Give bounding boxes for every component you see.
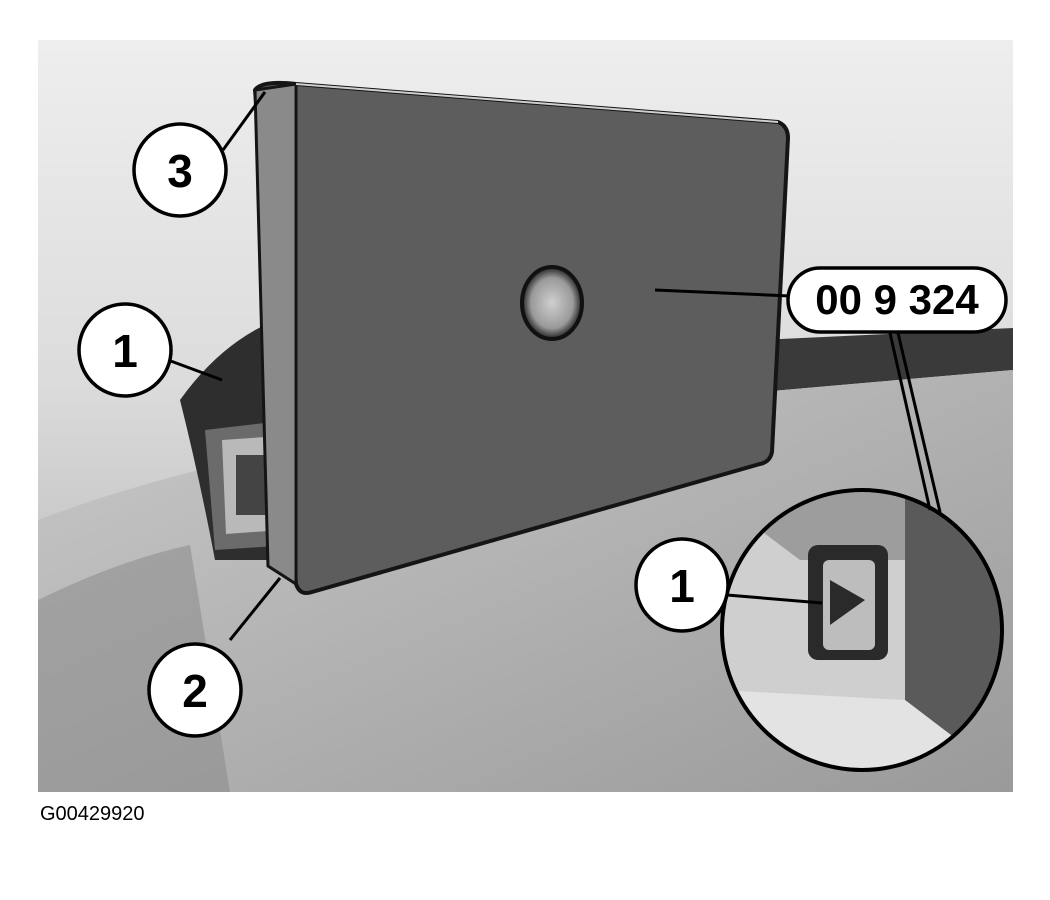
leader-tool-label (654, 288, 791, 298)
callout-2: 2 (147, 642, 243, 738)
callout-1-inset: 1 (634, 537, 730, 633)
leader-to-inset-b (896, 332, 942, 513)
callout-2-label: 2 (182, 665, 208, 717)
callout-3: 3 (132, 122, 228, 218)
leader-callout-2 (228, 577, 282, 641)
leader-callout-1-left (167, 358, 223, 382)
trim-strip (760, 328, 1013, 392)
callout-1-left-label: 1 (112, 325, 138, 377)
tool-number-label: 00 9 324 (815, 276, 979, 323)
leader-lines (167, 91, 942, 641)
plate-hole (520, 265, 584, 341)
leader-to-inset-a (888, 332, 932, 511)
leader-callout-3 (221, 91, 267, 151)
callout-1-left: 1 (77, 302, 173, 398)
callout-3-label: 3 (167, 145, 193, 197)
figure-id: G00429920 (40, 803, 145, 825)
tool-number-callout: 00 9 324 (786, 266, 1008, 334)
callout-1-inset-label: 1 (669, 560, 695, 612)
tool-plate (252, 80, 791, 595)
leader-callout-1-inset (726, 593, 823, 605)
